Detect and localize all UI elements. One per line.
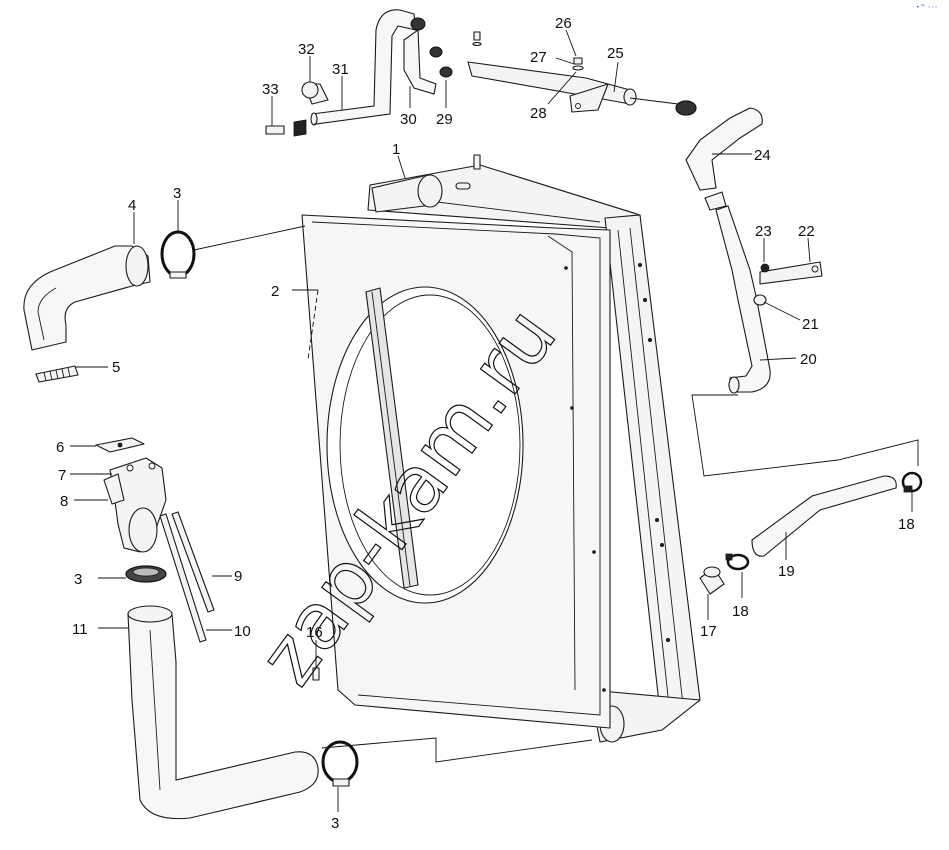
callout-10: 10 (234, 623, 251, 640)
callout-25: 25 (607, 45, 624, 62)
callout-21: 21 (802, 316, 819, 333)
leader-lines (70, 29, 919, 812)
hose-part-19 (751, 475, 897, 557)
hose-clamp-part-18-left (725, 553, 750, 571)
hose-part-24 (685, 107, 763, 211)
hose-clamp-part-3-lower (321, 740, 359, 787)
callout-30: 30 (400, 111, 417, 128)
fan-shroud (301, 214, 611, 729)
hose-clamp-part-3-middle (125, 565, 167, 583)
callout-9: 9 (234, 568, 242, 585)
callout-29: 29 (436, 111, 453, 128)
callout-17: 17 (700, 623, 717, 640)
clip-part-32 (301, 81, 329, 105)
callout-4: 4 (128, 197, 136, 214)
nut-part-23 (760, 263, 770, 273)
hose-clamp-part-18-right (901, 471, 923, 493)
callout-32: 32 (298, 41, 315, 58)
pipe-part-31 (310, 9, 426, 126)
callout-19: 19 (778, 563, 795, 580)
lower-hose-part-11 (127, 605, 319, 820)
filler-neck-part-1 (371, 174, 471, 213)
callout-18-left: 18 (732, 603, 749, 620)
callout-23: 23 (755, 223, 772, 240)
callout-20: 20 (800, 351, 817, 368)
hose-part-20 (715, 205, 771, 394)
callout-7: 7 (58, 467, 66, 484)
callout-8: 8 (60, 493, 68, 510)
callout-18-right: 18 (898, 516, 915, 533)
hose-clamp-part-24-top (675, 100, 697, 116)
callout-33: 33 (262, 81, 279, 98)
callout-6: 6 (56, 439, 64, 456)
bracket-part-22 (759, 261, 823, 285)
callout-3-upper: 3 (173, 185, 181, 202)
callout-2: 2 (271, 283, 279, 300)
fitting-part-17 (699, 566, 725, 595)
spring-part-5 (35, 365, 79, 383)
pipe-part-25 (467, 61, 637, 113)
callout-3-middle: 3 (74, 571, 82, 588)
upper-hose-part-4 (23, 245, 151, 351)
callout-labels: 1 2 3 4 5 6 7 8 3 9 11 10 16 3 17 18 19 … (56, 15, 915, 832)
callout-5: 5 (112, 359, 120, 376)
rod-part-10 (159, 513, 207, 643)
callout-16: 16 (306, 624, 323, 641)
callout-27: 27 (530, 49, 547, 66)
callout-11: 11 (72, 621, 88, 638)
thermostat-housing-part-7 (109, 457, 167, 553)
callout-3-lower: 3 (331, 815, 339, 832)
washer-part-21 (753, 294, 767, 306)
gasket-part-6 (95, 437, 145, 453)
callout-31: 31 (332, 61, 349, 78)
callout-1: 1 (392, 141, 400, 158)
corner-mark: •™ ◦◦◦ (916, 4, 938, 11)
rod-part-9 (171, 511, 215, 613)
bolt-part-8 (103, 473, 125, 505)
hose-part-30 (403, 28, 437, 95)
fitting-part-33 (265, 119, 307, 137)
clamp-part-29 (429, 46, 453, 78)
fasteners-part-26-27 (472, 31, 584, 71)
callout-26: 26 (555, 15, 572, 32)
callout-24: 24 (754, 147, 771, 164)
hose-clamp-part-3-upper (160, 230, 196, 279)
callout-28: 28 (530, 105, 547, 122)
callout-22: 22 (798, 223, 815, 240)
